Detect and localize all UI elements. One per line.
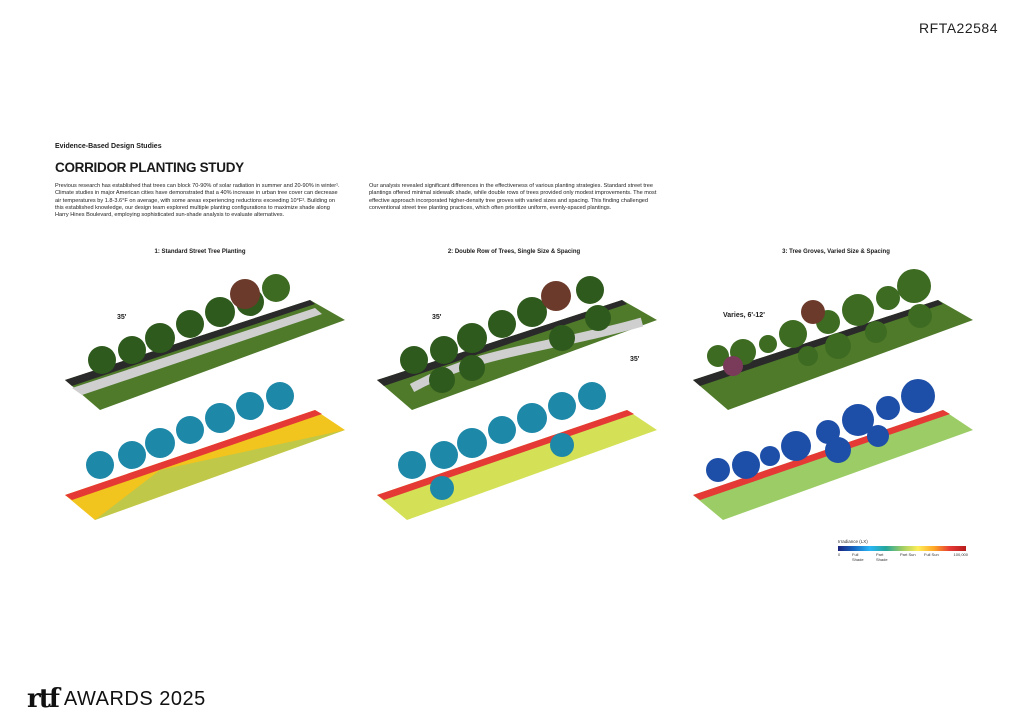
section-kicker: Evidence-Based Design Studies: [55, 143, 162, 150]
page-title: CORRIDOR PLANTING STUDY: [55, 160, 244, 175]
study-1-illustration: 35': [60, 260, 350, 530]
study-3-spacing-dim: Varies, 6'-12': [723, 312, 765, 319]
study-1-render: [65, 274, 345, 520]
awards-year-text: AWARDS 2025: [63, 687, 206, 710]
study-2-caption: 2: Double Row of Trees, Single Size & Sp…: [447, 249, 581, 255]
study-3-caption: 3: Tree Groves, Varied Size & Spacing: [782, 249, 890, 255]
study-3-render: [693, 269, 973, 520]
rtf-logo-mark: rtf: [27, 684, 60, 714]
legend-label-full-shade: Full Shade: [852, 552, 864, 562]
legend-label-part-sun: Part Sun: [900, 552, 916, 557]
study-2-render: [377, 276, 657, 520]
study-2-illustration: 35' 35': [372, 260, 662, 530]
intro-paragraph-2: Our analysis revealed significant differ…: [369, 183, 657, 211]
study-2-spacing-dim-1: 35': [432, 314, 442, 321]
intro-paragraph-1: Previous research has established that t…: [55, 183, 340, 219]
legend-min: 0: [838, 552, 841, 557]
study-3-illustration: Varies, 6'-12': [688, 260, 978, 530]
study-1-caption: 1: Standard Street Tree Planting: [154, 249, 246, 255]
legend-color-bar: [838, 546, 966, 551]
awards-logo: rtf AWARDS 2025: [27, 684, 206, 714]
legend-max: 100,000: [953, 552, 968, 557]
study-2-spacing-dim-2: 35': [630, 356, 640, 363]
legend-label-part-shade: Part Shade: [876, 552, 888, 562]
project-code: RFTA22584: [919, 20, 998, 36]
study-1-spacing-dim: 35': [117, 314, 127, 321]
legend-label-full-sun: Full Sun: [924, 552, 939, 557]
irradiance-legend: Irradiance (LX) 0 Full Shade Part Shade …: [838, 539, 968, 565]
legend-title: Irradiance (LX): [838, 539, 868, 544]
